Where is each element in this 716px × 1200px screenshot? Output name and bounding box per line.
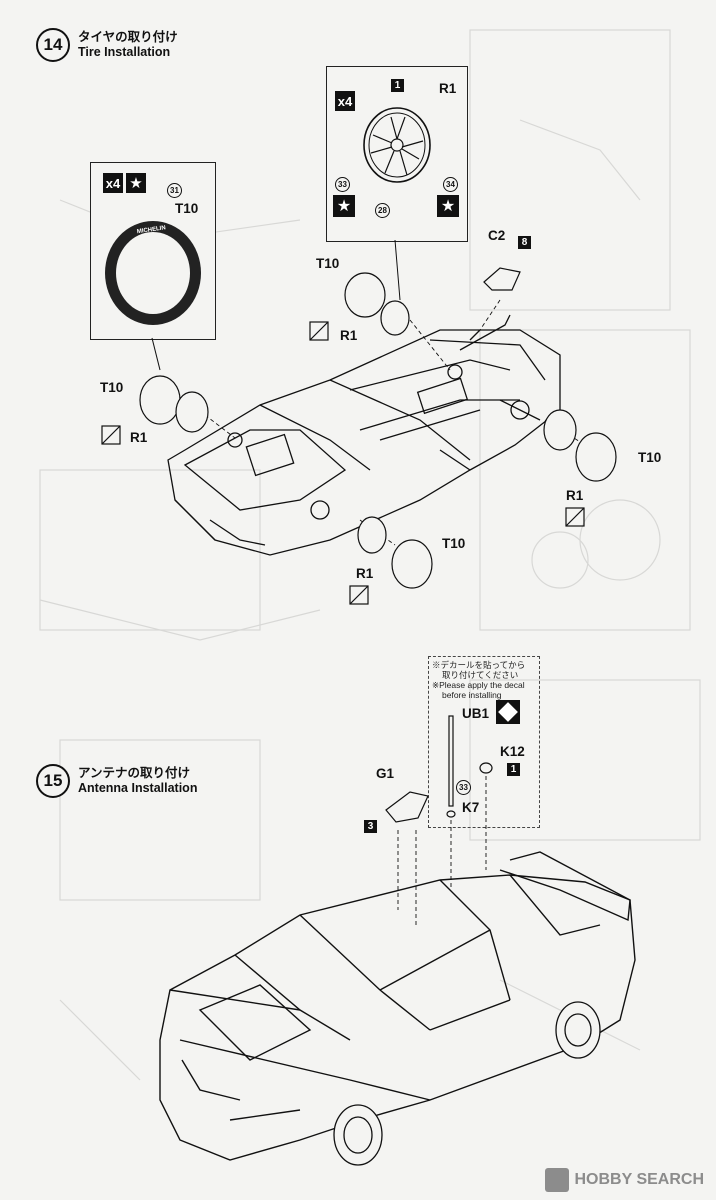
decal-marker-icon (496, 700, 520, 724)
wheel-part-label: R1 (439, 81, 457, 96)
star-icon: ★ (437, 195, 459, 217)
part-label-k12: K12 (500, 744, 525, 759)
star-icon: ★ (126, 173, 146, 193)
step-14-header: 14 タイヤの取り付け Tire Installation (36, 28, 178, 62)
part-number-square: 3 (364, 820, 377, 833)
car-body-drawing (159, 715, 636, 1166)
part-label-r1: R1 (130, 430, 148, 445)
step-14-title-en: Tire Installation (78, 45, 171, 59)
step-15-title-en: Antenna Installation (78, 781, 198, 795)
part-label-k7: K7 (462, 800, 480, 815)
part-number-circle: 33 (335, 177, 350, 192)
part-label-t10: T10 (316, 256, 340, 271)
qty-badge: x4 (103, 173, 123, 193)
part-label-r1: R1 (356, 566, 374, 581)
watermark-text: HOBBY SEARCH (574, 1171, 705, 1188)
chassis-assembly-drawing (101, 239, 617, 605)
watermark: HOBBY SEARCH (544, 1168, 705, 1192)
part-label-t10: T10 (100, 380, 124, 395)
tire-brand-text: MICHELIN (137, 225, 167, 235)
part-label-r1: R1 (566, 488, 584, 503)
antenna-note: ※デカールを貼ってから 取り付けてください ※Please apply the … (432, 660, 525, 700)
step-15-title-jp: アンテナの取り付け (78, 766, 191, 780)
part-label-g1: G1 (376, 766, 395, 781)
part-number-square: 1 (391, 79, 404, 92)
tire-part-label: T10 (175, 201, 199, 216)
part-label-c2: C2 (488, 228, 506, 243)
part-number-circle: 33 (456, 780, 471, 795)
part-number-circle: 28 (375, 203, 390, 218)
step-15-header: 15 アンテナの取り付け Antenna Installation (36, 764, 197, 798)
tire-ring-drawing: MICHELIN (105, 221, 201, 325)
tire-detail-box: x4 ★ 31 T10 MICHELIN (90, 162, 216, 340)
part-label-t10: T10 (442, 536, 466, 551)
part-label-ub1: UB1 (462, 706, 490, 721)
part-label-r1: R1 (340, 328, 358, 343)
step-14-title-jp: タイヤの取り付け (78, 30, 178, 44)
note-jp-line1: ※デカールを貼ってから (432, 660, 526, 670)
part-label-t10: T10 (638, 450, 662, 465)
note-en-line1: ※Please apply the decal (432, 680, 525, 690)
antenna-note-box (428, 656, 540, 828)
note-en-line2: before installing (442, 690, 502, 700)
qty-badge: x4 (335, 91, 355, 111)
part-number-square: 1 (507, 763, 520, 776)
part-number-circle: 31 (167, 183, 182, 198)
part-number-circle: 34 (443, 177, 458, 192)
wheel-drawing (363, 107, 431, 183)
step-14-number: 14 (36, 28, 70, 62)
hobbysearch-logo-icon (544, 1168, 569, 1192)
part-number-square: 8 (518, 236, 531, 249)
note-jp-line2: 取り付けてください (442, 670, 519, 680)
star-icon: ★ (333, 195, 355, 217)
wheel-detail-box: x4 1 R1 33 34 28 ★ ★ (326, 66, 468, 242)
step-15-number: 15 (36, 764, 70, 798)
